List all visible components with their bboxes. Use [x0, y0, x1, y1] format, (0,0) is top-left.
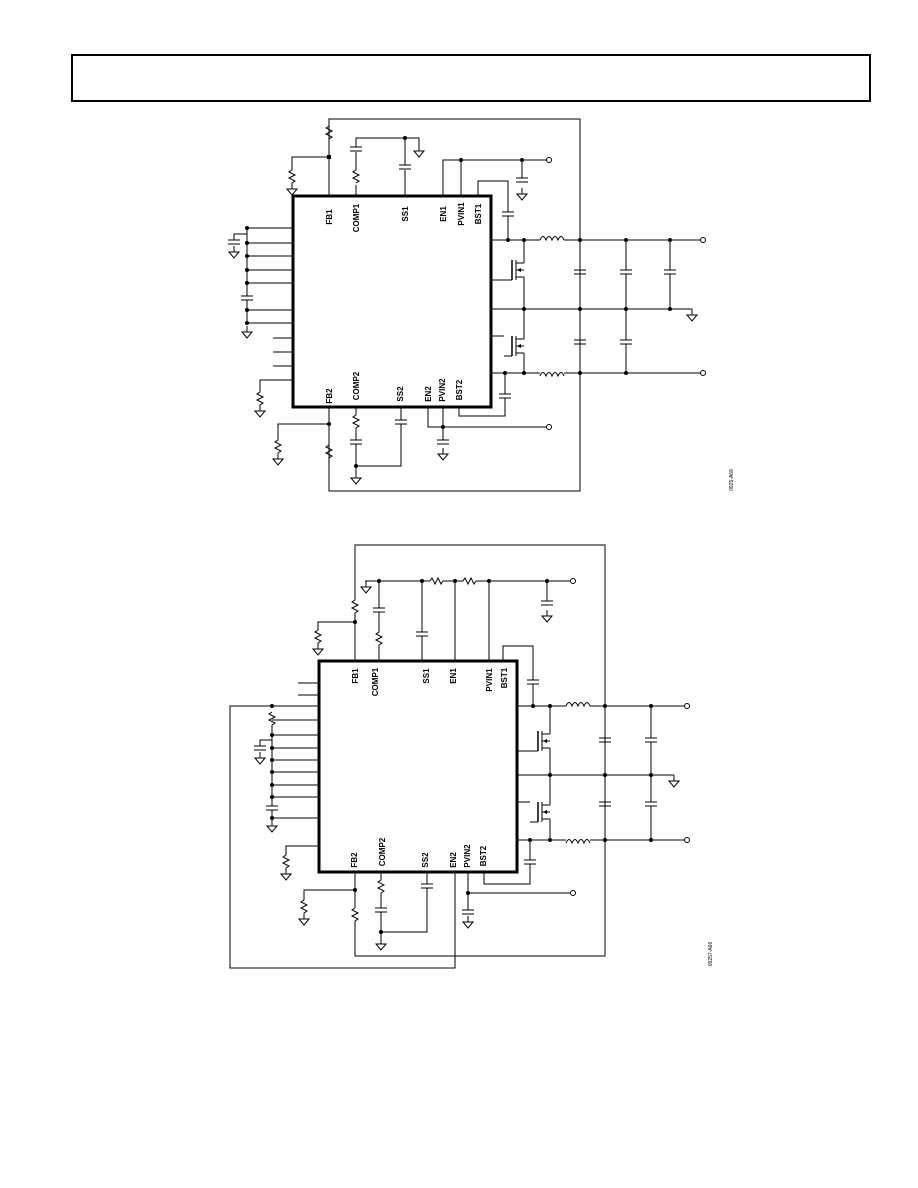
pin-ss2: SS2 [396, 386, 405, 402]
pin-bst2: BST2 [455, 379, 464, 400]
pin-en2: EN2 [424, 386, 433, 402]
pin-bst1: BST1 [474, 203, 483, 224]
pin-ss1: SS1 [401, 206, 410, 222]
pin-en2-2: EN2 [449, 852, 458, 868]
pin-fb2: FB2 [325, 388, 334, 404]
pin-ss2-2: SS2 [421, 852, 430, 868]
pin-en1-2: EN1 [449, 668, 458, 684]
pin-en1: EN1 [439, 206, 448, 222]
pin-comp2-2: COMP2 [378, 837, 387, 866]
ic-body-1 [291, 194, 493, 409]
pin-fb1-2: FB1 [351, 668, 360, 684]
figure-id-2: 09257-A66 [708, 942, 714, 967]
pin-comp2: COMP2 [352, 371, 361, 400]
pin-pvin2-2: PVIN2 [463, 844, 472, 868]
pin-bst2-2: BST2 [479, 845, 488, 866]
pin-bst1-2: BST1 [500, 667, 509, 688]
schematic-2: FB1 COMP1 SS1 EN1 PVIN1 BST1 FB2 COMP2 S… [229, 544, 714, 969]
pin-comp1-2: COMP1 [371, 667, 380, 696]
ic-body-2 [317, 659, 519, 874]
page-header-box [71, 54, 871, 102]
pin-fb1: FB1 [325, 209, 334, 225]
schematic-1: FB1 COMP1 SS1 EN1 PVIN1 BST1 FB2 COMP2 S… [227, 118, 735, 492]
pin-pvin1-2: PVIN1 [485, 668, 494, 692]
pin-pvin1: PVIN1 [457, 202, 466, 226]
pin-comp1: COMP1 [352, 203, 361, 232]
figure-id-1: 0925-A69 [729, 469, 735, 491]
pin-ss1-2: SS1 [422, 668, 431, 684]
pin-fb2-2: FB2 [350, 852, 359, 868]
pin-pvin2: PVIN2 [438, 378, 447, 402]
